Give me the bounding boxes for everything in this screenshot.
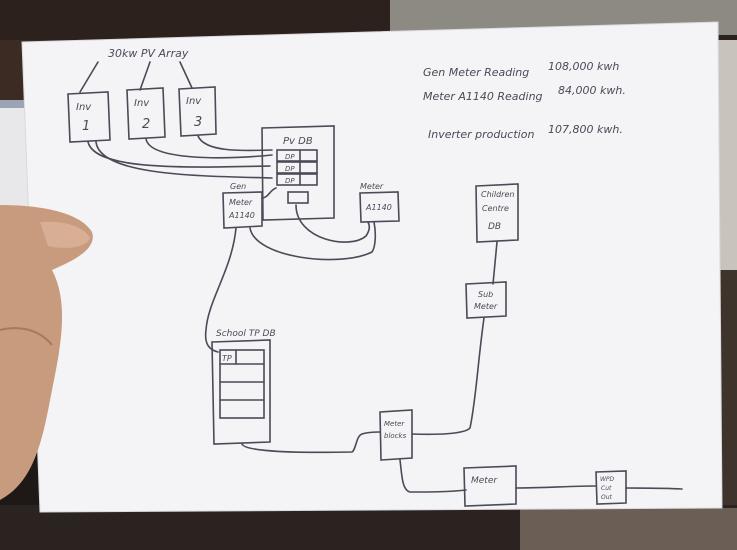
inverter-1 xyxy=(67,91,111,143)
school-tp-db-cell: TP xyxy=(222,354,232,363)
inverter-3-label: Inv xyxy=(186,96,202,107)
sub-meter-line1: Sub xyxy=(478,290,493,299)
sub-meter-box xyxy=(465,281,507,319)
cutout-box xyxy=(595,470,627,505)
inverter-2-number: 2 xyxy=(142,117,150,132)
pv-db-breaker-3 xyxy=(276,173,318,186)
pv-db-breaker-1 xyxy=(276,149,318,162)
cutout-line3: Out xyxy=(601,494,613,501)
hand xyxy=(0,205,93,500)
note-a1140-value: 84,000 kwh. xyxy=(558,84,626,97)
pv-db-meter-slot xyxy=(287,191,309,204)
array-line-3 xyxy=(179,61,193,89)
gen-meter-header: Gen xyxy=(230,182,246,191)
inverter-1-cable-a xyxy=(87,141,271,168)
finger-crease xyxy=(0,327,53,346)
inverter-1-label: Inv xyxy=(76,102,92,113)
note-gen-meter-label: Gen Meter Reading xyxy=(423,66,529,79)
array-line-2 xyxy=(139,61,151,91)
main-meter-box xyxy=(463,465,517,507)
pv-db-breaker-2-label: DP xyxy=(285,165,295,173)
pv-db-title: Pv DB xyxy=(283,136,313,147)
cable-school-to-blocks xyxy=(241,431,381,454)
paper-sheet xyxy=(22,22,722,512)
cable-meter-to-cutout xyxy=(515,485,597,489)
inverter-2-cable xyxy=(145,138,273,159)
carpet-bottom-right xyxy=(520,508,737,550)
diagram: 30kw PV Array xyxy=(67,47,683,507)
pv-array-label: 30kw PV Array xyxy=(108,47,189,60)
cable-sub-to-blocks xyxy=(411,317,485,436)
diagram-labels: Inv 1 Inv 2 Inv 3 Pv DB DP DP DP Gen Met… xyxy=(76,96,615,501)
note-a1140-label: Meter A1140 Reading xyxy=(423,90,543,103)
gen-meter-box xyxy=(222,191,263,229)
pv-db-breaker-2 xyxy=(276,161,318,174)
cable-children-to-sub xyxy=(492,241,498,285)
cutout-line2: Cut xyxy=(601,485,612,492)
note-inverter-label: Inverter production xyxy=(428,128,534,141)
meter-blocks-box xyxy=(379,409,413,461)
meter-a1140-box xyxy=(359,191,400,223)
meter-blocks-line1: Meter xyxy=(384,420,405,428)
children-centre-line2: Centre xyxy=(482,204,509,213)
inverter-3-number: 3 xyxy=(194,115,202,130)
thumb-nail xyxy=(40,221,90,248)
sub-meter-line2: Meter xyxy=(474,302,498,311)
note-gen-meter-value: 108,000 kwh xyxy=(548,60,619,73)
school-tp-db-box xyxy=(211,339,271,445)
children-centre-line3: DB xyxy=(488,222,501,232)
readings-notes: Gen Meter Reading 108,000 kwh Meter A114… xyxy=(423,60,626,141)
note-inverter-value: 107,800 kwh. xyxy=(548,123,623,136)
pv-db-box xyxy=(261,125,335,221)
children-centre-line1: Children xyxy=(481,190,514,199)
cable-blocks-to-meter xyxy=(399,459,467,493)
inverter-3 xyxy=(178,86,217,137)
inverter-2 xyxy=(126,87,166,140)
school-tp-db-grid xyxy=(219,349,265,419)
meter-blocks-line2: blocks xyxy=(384,432,407,440)
meter-a1140-header: Meter xyxy=(360,182,384,191)
inverter-1-cable-b xyxy=(95,141,273,179)
gen-meter-line2: A1140 xyxy=(228,211,255,220)
cable-pvdb-to-a1140 xyxy=(295,204,371,243)
main-meter-label: Meter xyxy=(471,476,498,486)
gen-meter-to-pvdb xyxy=(261,187,277,199)
pv-db-breaker-3-label: DP xyxy=(285,177,295,185)
inverter-2-label: Inv xyxy=(134,98,150,109)
cable-gen-to-school xyxy=(204,227,237,353)
inverter-1-number: 1 xyxy=(82,119,90,134)
children-centre-db-box xyxy=(475,183,519,243)
array-line-1 xyxy=(79,61,99,93)
cable-cutout-to-grid xyxy=(625,487,683,490)
meter-a1140-value: A1140 xyxy=(365,203,392,212)
pv-db-breaker-1-label: DP xyxy=(285,153,295,161)
cable-gen-to-a1140 xyxy=(249,221,377,261)
gen-meter-line1: Meter xyxy=(229,198,253,207)
cutout-line1: WPD xyxy=(600,476,615,483)
school-tp-db-title: School TP DB xyxy=(216,329,276,339)
